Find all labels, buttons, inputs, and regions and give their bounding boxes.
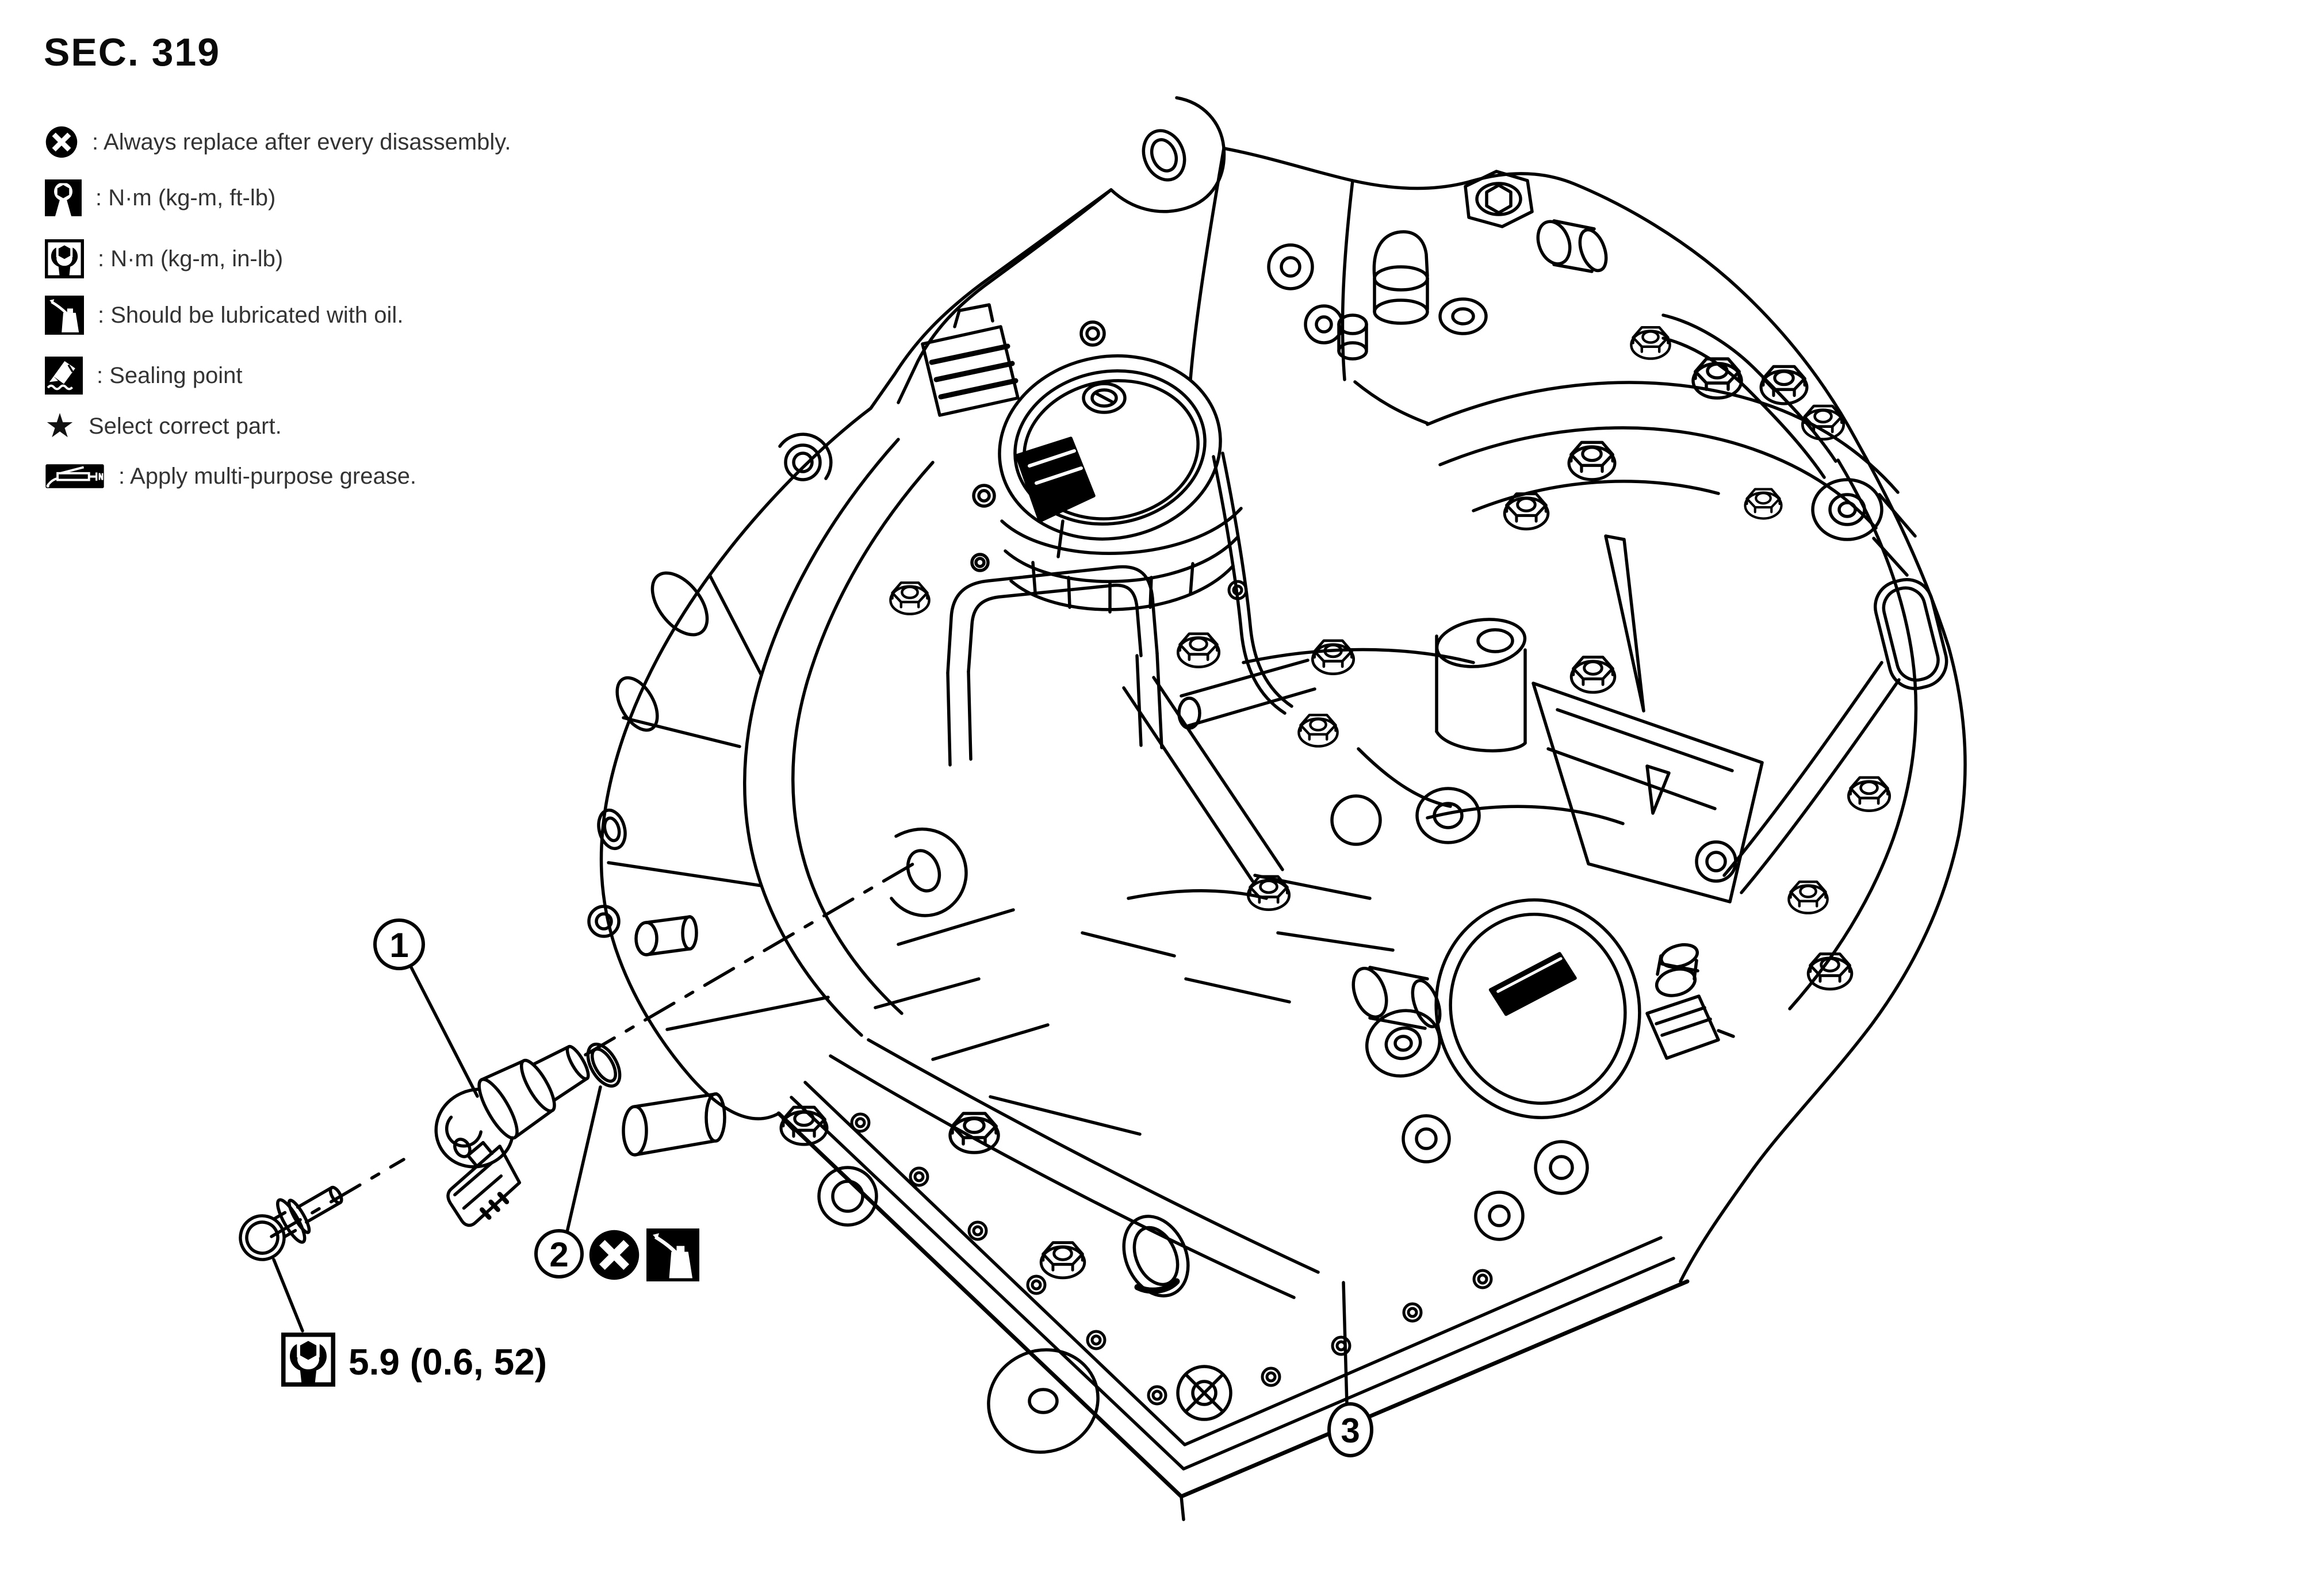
callout-2: 2 [534,1229,584,1279]
legend-item-sealing: : Sealing point [45,357,243,395]
legend-item-torque-ftlb: : N·m (kg-m, ft-lb) [45,179,275,216]
replace-icon [589,1230,639,1280]
svg-text:3: 3 [1341,1411,1360,1450]
legend-item-torque-inlb: : N·m (kg-m, in-lb) [45,239,283,278]
o-ring [586,1042,622,1088]
torque-leader [272,1258,304,1333]
assembly-axis-line [270,1158,405,1238]
assembly-axis-line [584,862,915,1057]
callout-2-leader [565,1085,602,1234]
svg-text:2: 2 [549,1235,568,1274]
exploded-view [239,862,915,1261]
torque-in-lb-icon [284,1335,333,1385]
star-icon: ★ [45,407,75,445]
callout-1-leader [409,964,479,1098]
legend-item-label: : N·m (kg-m, ft-lb) [95,185,276,210]
legend-item-label: : Apply multi-purpose grease. [118,463,417,489]
callout-3: 3 [1327,1402,1373,1457]
legend-item-label: : Sealing point [97,362,243,388]
sensor-bolt [239,1185,343,1261]
legend-item-oil: : Should be lubricated with oil. [45,296,403,335]
legend-item-grease: : Apply multi-purpose grease. [45,461,416,491]
svg-text:1: 1 [389,926,408,964]
revolution-sensor [434,1044,590,1227]
legend: : Always replace after every disassembly… [0,0,690,546]
page-title: SEC. 319 [44,30,221,74]
legend-item-label: : Always replace after every disassembly… [92,129,511,155]
annotations: 1 2 3 5.9 (0.6, 52) [272,918,1373,1457]
legend-item-replace: : Always replace after every disassembly… [45,125,511,159]
oil-icon [646,1228,699,1281]
callout-2-symbols [589,1228,699,1281]
transaxle-drawing [587,96,1967,1521]
torque-value: 5.9 (0.6, 52) [349,1341,547,1383]
torque-label: 5.9 (0.6, 52) [284,1335,547,1385]
callout-3-leader [1342,1281,1349,1406]
callout-1: 1 [373,918,425,970]
legend-item-label: : N·m (kg-m, in-lb) [98,246,284,271]
legend-item-label: Select correct part. [89,413,282,439]
legend-item-label: : Should be lubricated with oil. [98,302,404,328]
legend-item-select-part: ★ Select correct part. [45,409,282,443]
